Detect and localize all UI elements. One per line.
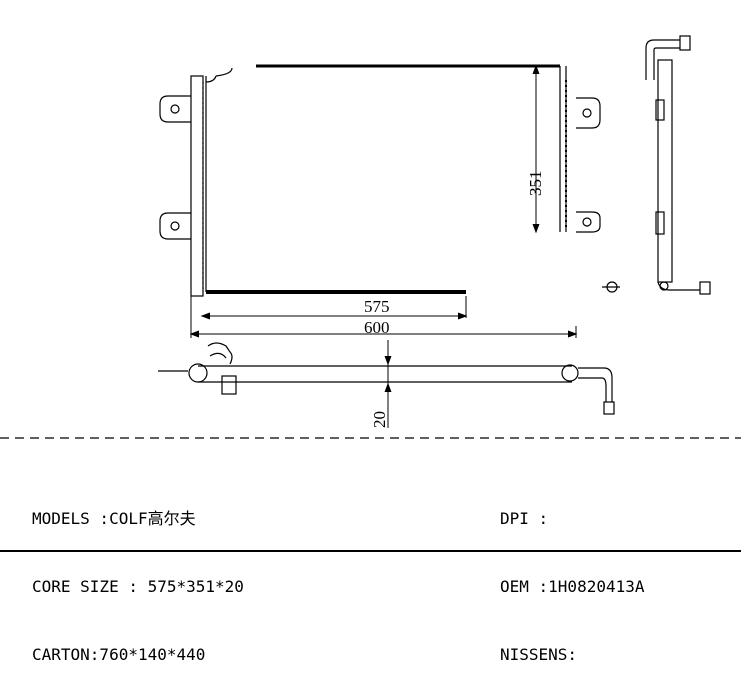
condenser-side-view [602,35,711,295]
left-bracket-top [159,95,191,123]
dimension-core-height: 351 [526,171,545,197]
dimension-total-width: 600 [364,318,390,337]
bottom-rule [0,550,741,552]
oem-line: OEM :1H0820413A [500,577,645,596]
condenser-front-view [190,64,567,297]
product-codes: DPI : OEM :1H0820413A NISSENS: [500,464,645,690]
condenser-technical-drawing: 575 600 351 20 [0,35,741,439]
nissens-line: NISSENS: [500,645,578,664]
right-bracket-bottom [576,211,601,233]
core-size-line: CORE SIZE : 575*351*20 [32,577,244,596]
condenser-top-view [158,342,615,415]
dpi-line: DPI : [500,509,549,528]
left-bracket-bottom [159,212,191,240]
carton-line: CARTON:760*140*440 [32,645,206,664]
dimension-thickness: 20 [370,411,389,428]
dimension-core-width: 575 [364,297,390,316]
models-line: MODELS :COLF高尔夫 [32,509,196,528]
product-specs: MODELS :COLF高尔夫 CORE SIZE : 575*351*20 C… [32,464,244,690]
right-bracket-top [576,97,601,129]
dimension-lines [189,64,578,428]
